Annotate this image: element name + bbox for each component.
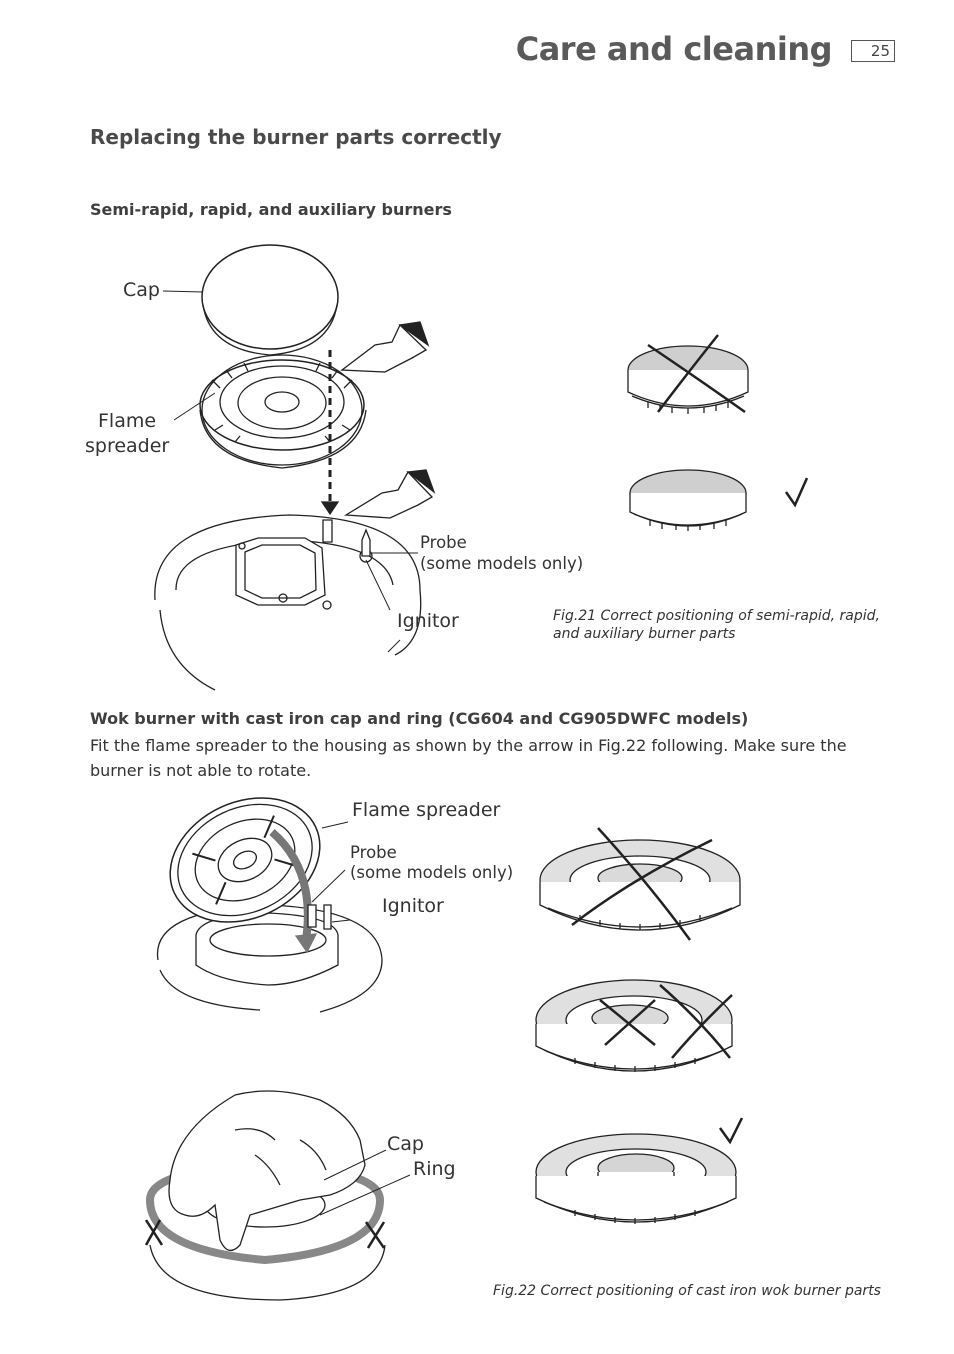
label-flame-spreader: Flame spreader [352,799,501,821]
page-title: Care and cleaning [515,30,833,68]
label-flame-line1: Flame [98,410,157,432]
fig22-caption: Fig.22 Correct positioning of cast iron … [493,1283,881,1299]
label-probe-line1: Probe [420,533,467,552]
label-probe-line2-fig22: (some models only) [350,863,514,882]
section-heading: Replacing the burner parts correctly [90,125,502,149]
label-probe-line2: (some models only) [420,554,584,573]
wok-heading: Wok burner with cast iron cap and ring (… [90,709,749,728]
label-ignitor-fig22: Ignitor [382,895,444,917]
fig21-exploded-burner [155,245,434,690]
fig21-wrong-cap-illustration [628,335,748,414]
fig22-correct-illustration [536,1118,742,1224]
fig21-caption-line2: and auxiliary burner parts [553,626,736,642]
label-ignitor: Ignitor [397,610,459,632]
label-flame-line2: spreader [85,435,170,457]
fig21-correct-cap-illustration [630,470,807,531]
fig21-heading: Semi-rapid, rapid, and auxiliary burners [90,200,452,219]
page-number: 25 [851,40,895,62]
label-cap-fig22: Cap [387,1133,424,1155]
fig21-caption-line1: Fig.21 Correct positioning of semi-rapid… [553,608,880,624]
fig22-exploded-wok-burner [150,774,382,1012]
fig22-hand-placing-cap [146,1091,410,1300]
label-probe-line1-fig22: Probe [350,843,397,862]
fig22-wrong-ring-illustration [540,828,740,940]
label-cap: Cap [123,279,160,301]
wok-instruction: Fit the flame spreader to the housing as… [90,736,847,780]
label-ring: Ring [413,1158,456,1180]
fig22-wrong-cap-illustration [536,980,732,1072]
